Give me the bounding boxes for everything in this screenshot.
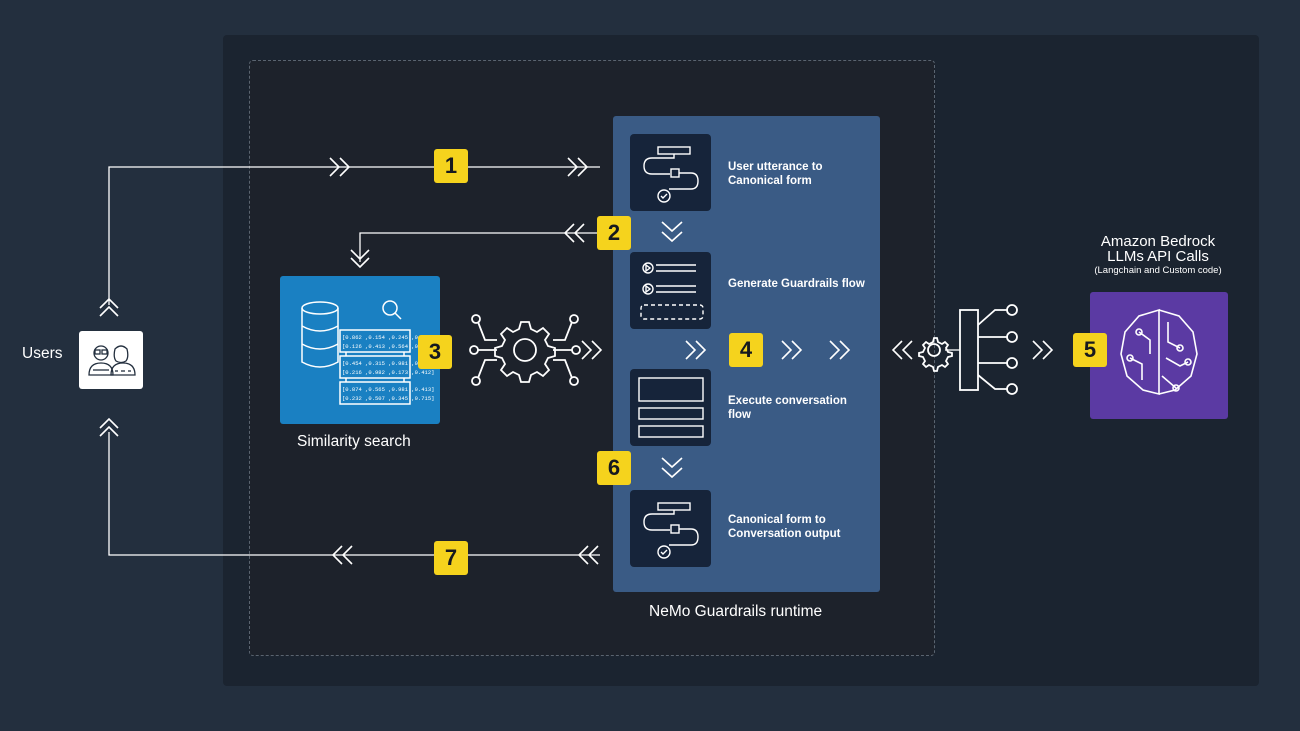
chevron-up-icon [99, 297, 119, 317]
chevron-down-icon [661, 221, 683, 243]
bedrock-title-line1: Amazon Bedrock [1100, 233, 1216, 250]
chevron-up-icon [99, 417, 119, 437]
chevron-right-icon [1032, 340, 1054, 360]
bedrock-title: Amazon Bedrock LLMs API Calls (Langchain… [1062, 234, 1254, 278]
chevron-left-icon [577, 545, 599, 565]
chevron-right-icon [581, 340, 603, 360]
users-icon [79, 331, 143, 389]
api-connector-icon [918, 304, 1018, 395]
vector-row: [0.862 ,0.154 ,0.245 ,0.921] [342, 334, 435, 341]
chevron-right-icon [329, 157, 351, 177]
stage-4-title: Canonical form to Conversation output [728, 514, 841, 540]
flow-icon [630, 490, 711, 567]
step-badge-1: 1 [434, 149, 468, 183]
step-badge-3: 3 [418, 335, 452, 369]
similarity-search-label: Similarity search [297, 433, 411, 450]
bedrock-llm-icon [1090, 292, 1228, 419]
processing-gear-icon [469, 314, 581, 386]
step-badge-6: 6 [597, 451, 631, 485]
step-badge-4: 4 [729, 333, 763, 367]
chevron-right-icon [567, 157, 589, 177]
blocks-icon [630, 369, 711, 446]
vector-database-icon [301, 300, 411, 405]
chevron-left-icon [331, 545, 353, 565]
chevron-right-icon [685, 340, 707, 360]
users-label: Users [22, 345, 63, 362]
flow-icon [630, 134, 711, 211]
stage-1-title: User utterance to Canonical form [728, 161, 823, 187]
chevron-right-icon [829, 340, 851, 360]
chevron-left-icon [891, 340, 913, 360]
chevron-right-icon [781, 340, 803, 360]
flow-2-line [359, 232, 598, 262]
vector-row: [0.232 ,0.507 ,0.345 ,0.715] [342, 395, 435, 402]
bedrock-title-line2: LLMs API Calls [1107, 248, 1209, 265]
list-icon [630, 252, 711, 329]
vector-row: [0.126 ,0.413 ,0.564 ,0.235] [342, 343, 435, 350]
vector-row: [0.454 ,0.315 ,0.981 ,0.473] [342, 360, 435, 367]
stage-3-title: Execute conversation flow [728, 395, 847, 421]
stage-2-title: Generate Guardrails flow [728, 278, 865, 290]
similarity-search-box: [0.862 ,0.154 ,0.245 ,0.921] [0.126 ,0.4… [280, 276, 440, 424]
step-badge-2: 2 [597, 216, 631, 250]
vector-row: [0.874 ,0.565 ,0.981 ,0.413] [342, 386, 435, 393]
runtime-label: NeMo Guardrails runtime [649, 603, 823, 620]
chevron-left-icon [563, 223, 585, 243]
chevron-down-icon [661, 457, 683, 479]
step-badge-7: 7 [434, 541, 468, 575]
chevron-down-icon [350, 249, 370, 269]
bedrock-subtitle: (Langchain and Custom code) [1094, 265, 1222, 276]
step-badge-5: 5 [1073, 333, 1107, 367]
vector-row: [0.216 ,0.982 ,0.173 ,0.412] [342, 369, 435, 376]
